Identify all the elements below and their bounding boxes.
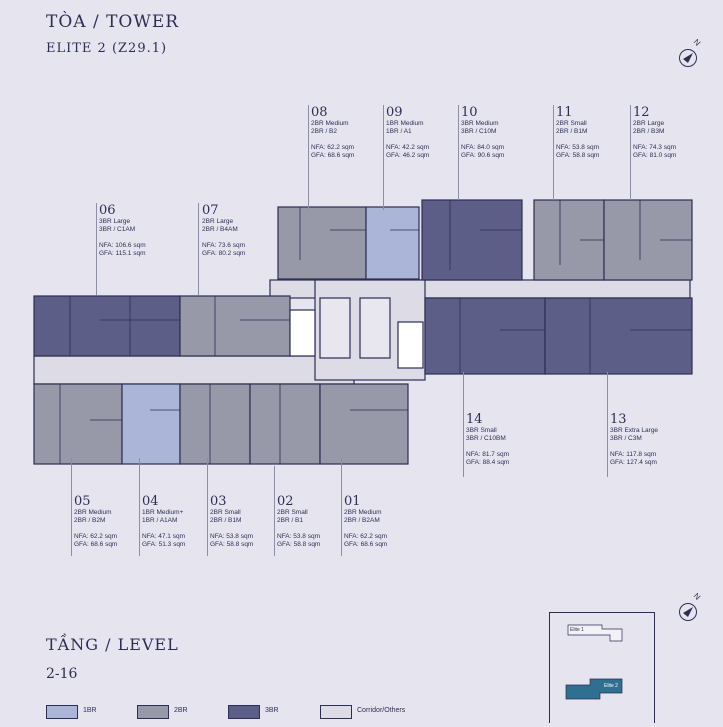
- unit-09: [365, 206, 420, 280]
- legend-label-3br: 3BR: [265, 707, 279, 714]
- corridor-west: [33, 355, 355, 385]
- lift-core-1: [319, 297, 351, 359]
- unit-04: [121, 383, 181, 465]
- legend-swatch-1br: [46, 705, 78, 719]
- leader-line: [274, 466, 275, 556]
- legend-label-1br: 1BR: [83, 707, 97, 714]
- level-range: 2-16: [46, 666, 78, 682]
- leader-line: [553, 105, 554, 200]
- unit-05: [33, 383, 123, 465]
- north-compass-icon-small: [679, 603, 697, 621]
- leader-line: [458, 105, 459, 200]
- leader-line: [96, 203, 97, 295]
- leader-line: [308, 105, 309, 210]
- leader-line: [139, 458, 140, 556]
- keymap-elite1-label: Elite 1: [570, 627, 584, 633]
- unit-14: [424, 297, 546, 375]
- stair-east: [397, 321, 424, 369]
- legend-label-2br: 2BR: [174, 707, 188, 714]
- unit-02: [249, 383, 321, 465]
- unit-10: [421, 199, 523, 281]
- leader-line: [463, 372, 464, 477]
- leader-line: [341, 458, 342, 556]
- legend-swatch-3br: [228, 705, 260, 719]
- unit-08: [277, 206, 367, 280]
- legend-label-corridor: Corridor/Others: [357, 707, 406, 714]
- leader-line: [198, 203, 199, 295]
- legend-swatch-2br: [137, 705, 169, 719]
- legend-swatch-corridor: [320, 705, 352, 719]
- unit-07: [179, 295, 291, 357]
- unit-03: [179, 383, 251, 465]
- leader-line: [207, 458, 208, 556]
- keymap-elite2-label: Elite 2: [604, 683, 618, 689]
- leader-line: [71, 458, 72, 556]
- tower-title: TÒA / TOWER: [46, 12, 180, 32]
- stair-west: [289, 309, 316, 357]
- unit-01: [319, 383, 409, 465]
- lift-core-2: [359, 297, 391, 359]
- key-map: Elite 1 Elite 2: [549, 612, 655, 723]
- tower-subtitle: ELITE 2 (Z29.1): [46, 41, 168, 56]
- leader-line: [630, 105, 631, 200]
- unit-06: [33, 295, 181, 357]
- north-compass-icon: [679, 49, 697, 67]
- leader-line: [383, 105, 384, 210]
- unit-13: [544, 297, 693, 375]
- level-title: TẦNG / LEVEL: [46, 635, 179, 654]
- leader-line: [607, 372, 608, 477]
